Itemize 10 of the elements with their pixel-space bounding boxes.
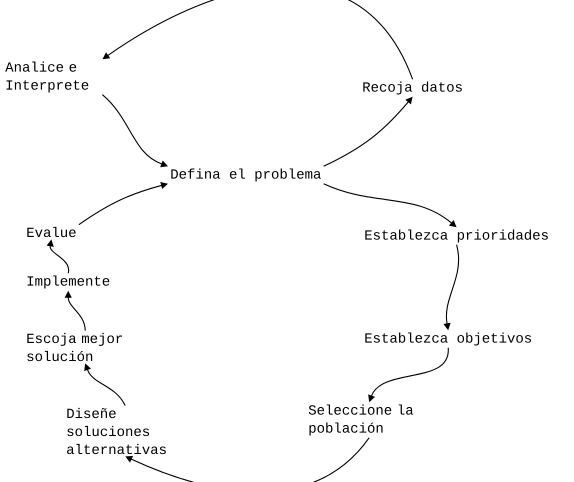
step-text: Diseñe soluciones alternativas: [67, 408, 166, 454]
step-text: Establezca prioridades: [365, 229, 548, 242]
step-text: Analice e Interprete: [5, 61, 88, 93]
step-text: Implemente: [28, 275, 110, 288]
step-text: Evalue: [27, 226, 76, 238]
step-text: Seleccione la población: [308, 404, 414, 436]
step-text: Recoja datos: [363, 81, 462, 95]
step-text: Escoja mejor solución: [27, 332, 122, 362]
step-text: Defina el problema: [171, 168, 321, 182]
step-text: Establezca objetivos: [365, 332, 532, 346]
